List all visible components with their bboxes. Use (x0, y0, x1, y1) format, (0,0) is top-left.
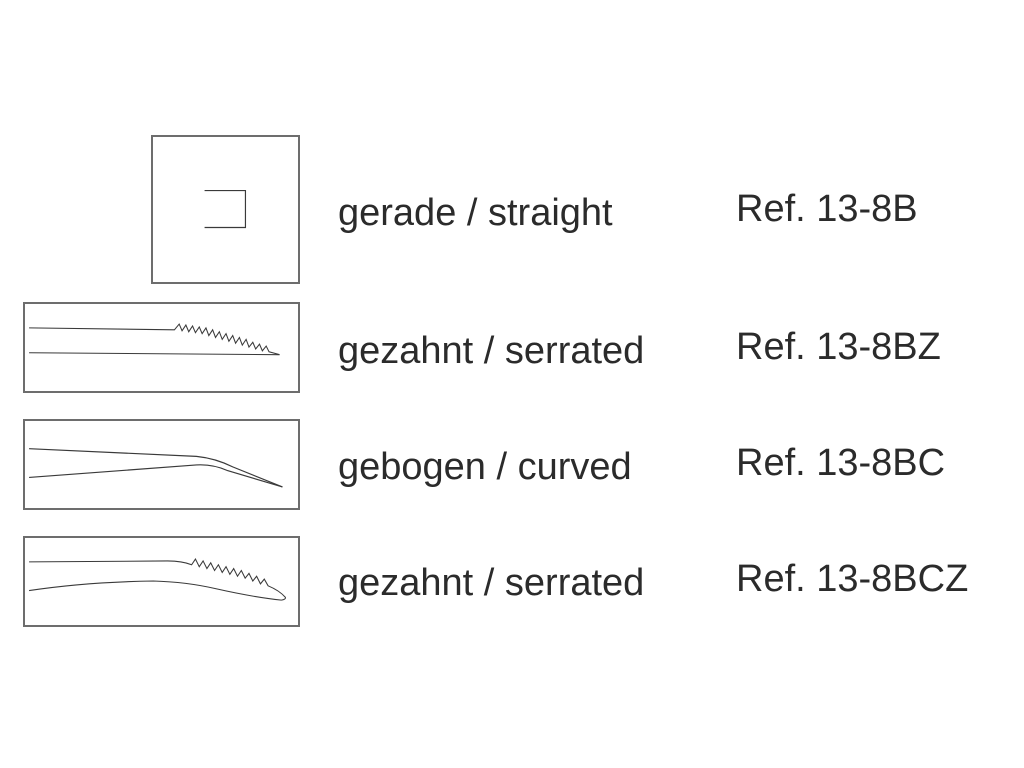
row-label-straight: gerade / straight (338, 192, 613, 234)
serrated-straight-tip-icon (29, 323, 280, 356)
straight-tip-frame (151, 135, 300, 284)
serrated-straight-tip-frame (23, 302, 300, 393)
row-ref-curved: Ref. 13-8BC (736, 442, 946, 484)
curved-tip-icon (29, 448, 283, 488)
straight-tip-icon (204, 189, 247, 229)
row-ref-straight: Ref. 13-8B (736, 188, 918, 230)
serrated-curved-tip-frame (23, 536, 300, 627)
curved-tip-frame (23, 419, 300, 510)
row-label-serrated-curved: gezahnt / serrated (338, 562, 645, 604)
row-ref-serrated-straight: Ref. 13-8BZ (736, 326, 941, 368)
row-ref-serrated-curved: Ref. 13-8BCZ (736, 558, 969, 600)
serrated-curved-tip-icon (29, 557, 286, 601)
row-label-curved: gebogen / curved (338, 446, 632, 488)
row-label-serrated-straight: gezahnt / serrated (338, 330, 645, 372)
